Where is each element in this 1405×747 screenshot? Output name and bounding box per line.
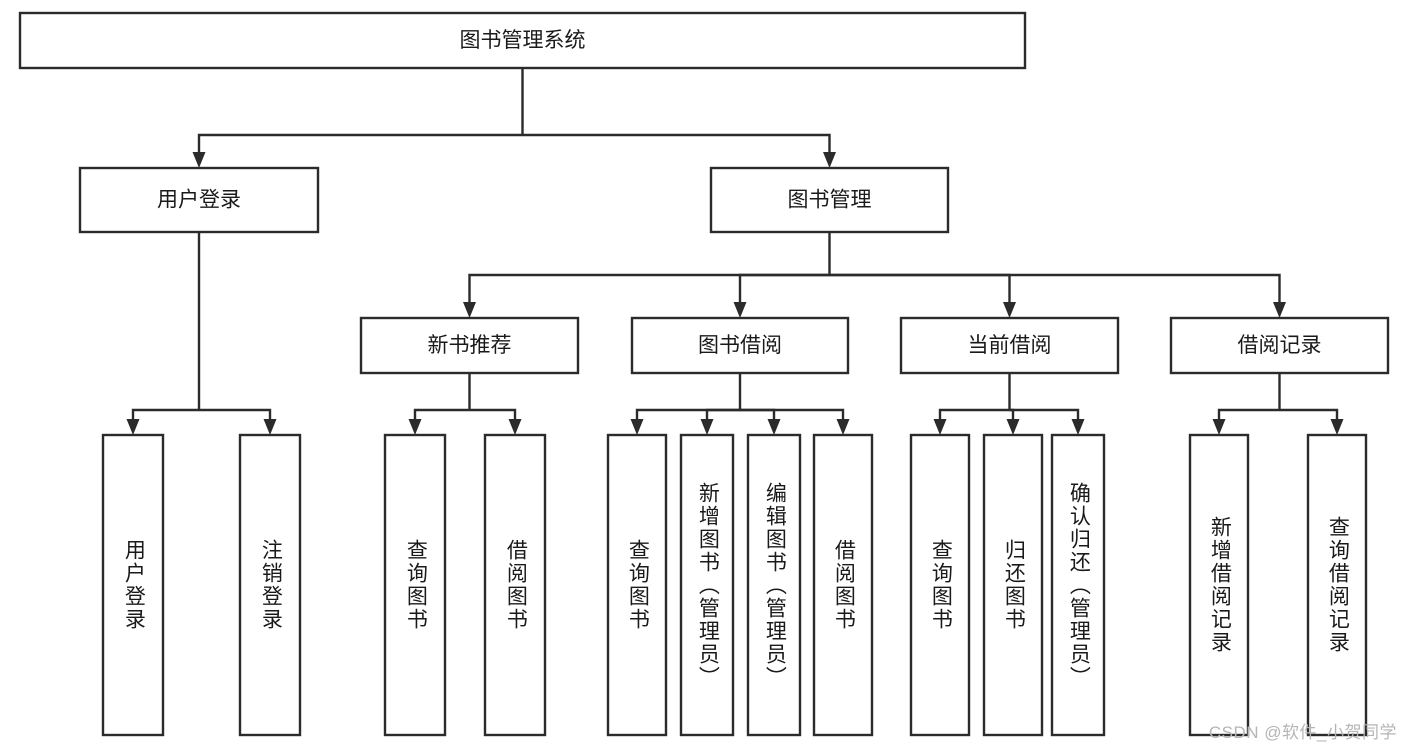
node-label-root: 图书管理系统 — [460, 29, 586, 52]
arrow-head-icon — [700, 419, 714, 435]
node-box-leaf-user-login[interactable] — [101, 433, 165, 737]
node-box-leaf-query-book-3[interactable] — [909, 433, 971, 737]
arrow-head-icon — [508, 419, 522, 435]
edge-user-login-branch — [131, 408, 199, 419]
node-label-new-book-rec: 新书推荐 — [428, 334, 512, 357]
node-box-leaf-edit-book[interactable] — [746, 433, 802, 737]
node-box-leaf-return-book[interactable] — [982, 433, 1044, 737]
arrow-head-icon — [408, 419, 422, 435]
node-label-book-manage: 图书管理 — [788, 189, 872, 212]
edges-layer — [126, 68, 1344, 435]
node-box-leaf-add-book[interactable] — [679, 433, 735, 737]
edge-book-manage-branch — [738, 273, 830, 302]
arrow-head-icon — [1071, 419, 1085, 435]
arrow-head-icon — [733, 302, 747, 318]
arrow-head-icon — [836, 419, 850, 435]
arrow-head-icon — [192, 152, 206, 168]
arrow-head-icon — [126, 419, 140, 435]
arrow-head-icon — [823, 152, 836, 168]
watermark-text: CSDN @软件_小贺同学 — [1208, 723, 1397, 742]
node-box-leaf-query-book-2[interactable] — [606, 433, 668, 737]
edge-root-branch — [197, 133, 523, 152]
edge-new-book-rec-branch — [469, 408, 517, 419]
edge-book-borrow-branch — [740, 408, 845, 419]
node-box-current-borrow[interactable] — [899, 316, 1120, 375]
edge-book-borrow-branch — [740, 408, 776, 419]
edge-book-borrow-branch — [705, 408, 740, 419]
edge-book-manage-branch — [829, 273, 1011, 302]
arrow-head-icon — [1212, 419, 1226, 435]
edge-root-branch — [522, 133, 831, 152]
edge-book-manage-branch — [829, 273, 1281, 302]
node-box-root[interactable] — [18, 11, 1027, 70]
arrow-head-icon — [463, 302, 476, 318]
edge-book-borrow-branch — [635, 408, 740, 419]
edge-book-manage-branch — [468, 273, 830, 302]
arrow-head-icon — [767, 419, 781, 435]
edge-current-borrow-branch — [1009, 408, 1080, 419]
node-label-current-borrow: 当前借阅 — [968, 334, 1052, 357]
boxes-layer — [18, 11, 1390, 737]
node-box-leaf-logout[interactable] — [238, 433, 302, 737]
node-box-leaf-add-record[interactable] — [1188, 433, 1250, 737]
node-box-book-manage[interactable] — [709, 166, 950, 234]
node-label-borrow-record: 借阅记录 — [1238, 334, 1322, 357]
edge-borrow-record-branch — [1217, 408, 1280, 419]
node-box-leaf-borrow-book-1[interactable] — [483, 433, 547, 737]
arrow-head-icon — [630, 419, 644, 435]
arrow-head-icon — [933, 419, 947, 435]
node-label-book-borrow: 图书借阅 — [698, 334, 782, 357]
node-box-user-login[interactable] — [78, 166, 320, 234]
arrow-head-icon — [263, 419, 277, 435]
node-box-leaf-borrow-book-2[interactable] — [812, 433, 874, 737]
arrow-head-icon — [1003, 302, 1016, 318]
edge-current-borrow-branch — [938, 408, 1010, 419]
arrow-head-icon — [1330, 419, 1344, 435]
node-label-user-login: 用户登录 — [157, 189, 241, 212]
node-box-book-borrow[interactable] — [630, 316, 850, 375]
node-box-leaf-query-record[interactable] — [1306, 433, 1368, 737]
edge-current-borrow-branch — [1009, 408, 1015, 419]
edge-user-login-branch — [199, 408, 272, 419]
edge-new-book-rec-branch — [413, 408, 470, 419]
arrow-head-icon — [1006, 419, 1020, 435]
node-box-borrow-record[interactable] — [1169, 316, 1390, 375]
node-box-leaf-query-book-1[interactable] — [383, 433, 447, 737]
node-box-leaf-confirm-return[interactable] — [1050, 433, 1106, 737]
node-box-new-book-rec[interactable] — [359, 316, 580, 375]
arrow-head-icon — [1273, 302, 1286, 318]
edge-borrow-record-branch — [1279, 408, 1339, 419]
